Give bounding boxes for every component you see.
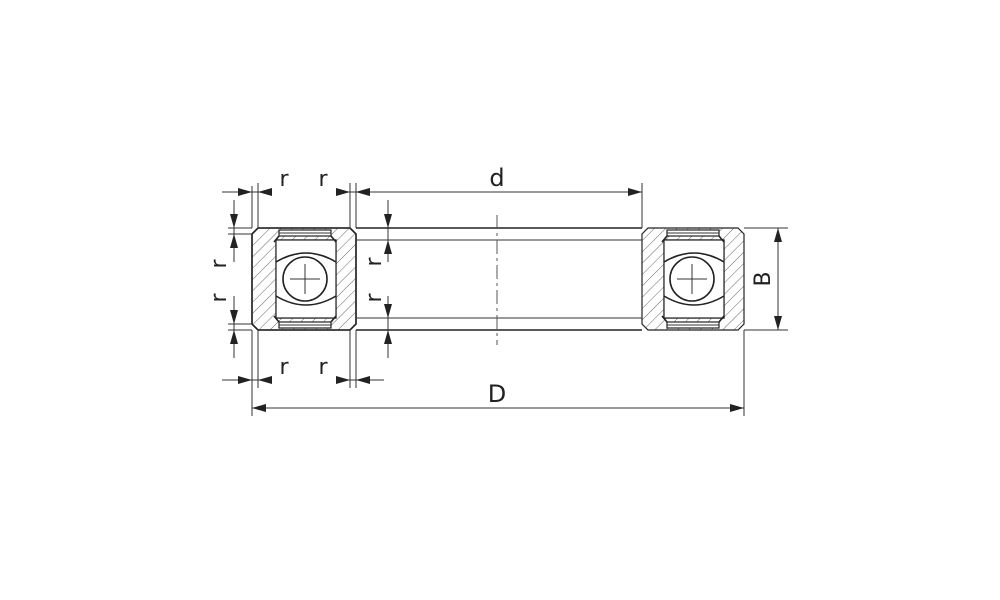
left-bottom-shield [273, 315, 337, 329]
bore-diameter-label: d [489, 164, 504, 192]
right-top-shield [661, 229, 725, 243]
chamfer-label-left-upper: r [207, 259, 232, 269]
chamfer-dimensions-bottom: r r [222, 330, 384, 388]
chamfer-label-bottom-left: r [279, 355, 289, 380]
bore-diameter-dimension: d [355, 164, 643, 228]
chamfer-label-top-right: r [318, 167, 328, 192]
right-bearing-section [641, 227, 745, 331]
left-top-shield [273, 229, 337, 243]
chamfer-label-inner-lower: r [362, 293, 387, 303]
width-label: B [751, 271, 776, 286]
chamfer-dimensions-left: r r [207, 200, 252, 358]
left-bearing-section [251, 227, 357, 331]
outer-diameter-label: D [488, 380, 506, 408]
width-dimension: B [744, 227, 788, 331]
chamfer-label-top-left: r [279, 167, 289, 192]
outer-diameter-dimension: D [251, 330, 745, 416]
chamfer-dimensions-top: r r [222, 167, 370, 228]
chamfer-label-bottom-right: r [318, 355, 328, 380]
chamfer-dimensions-inner: r r [356, 200, 394, 358]
bore-lines [356, 227, 642, 331]
right-bottom-shield [661, 315, 725, 329]
chamfer-label-left-lower: r [207, 293, 232, 303]
chamfer-label-inner-upper: r [362, 257, 387, 267]
